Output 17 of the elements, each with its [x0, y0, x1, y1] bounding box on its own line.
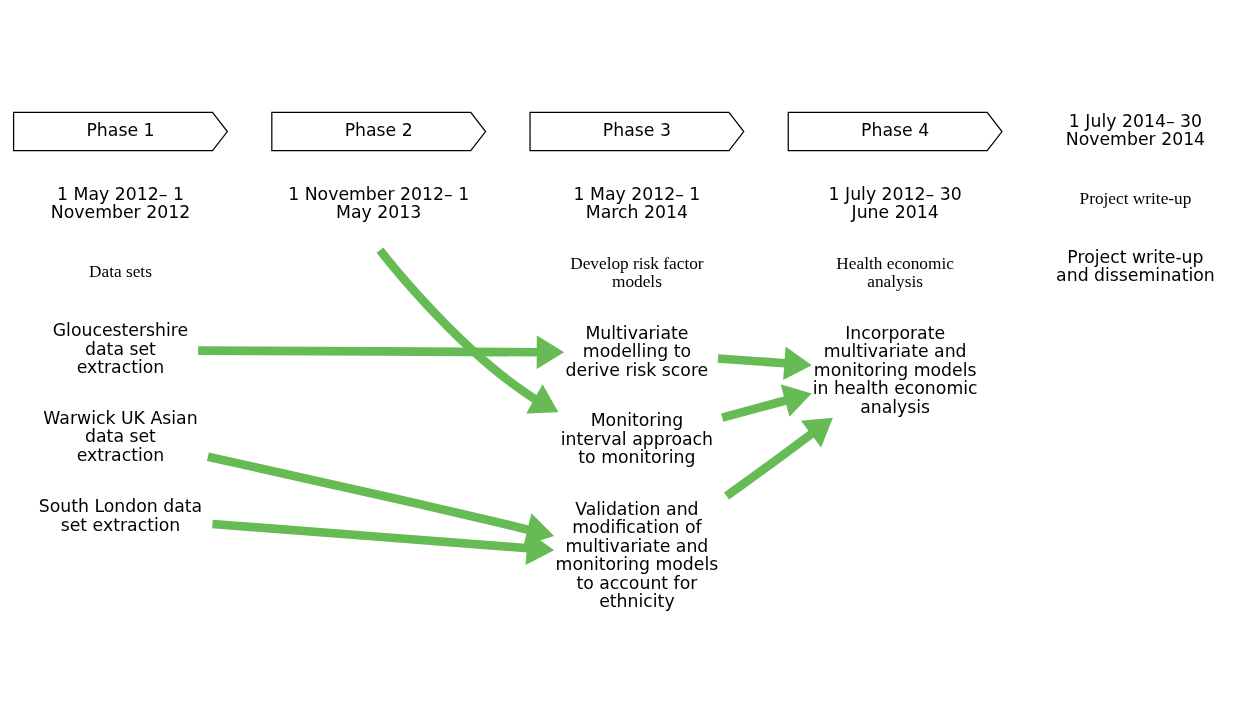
label: Project write-up [1079, 189, 1192, 209]
node-text: Gloucestershire data set extraction [52, 320, 189, 378]
label: 1 July 2014– 30 November 2014 [1065, 110, 1206, 150]
label: 1 July 2012– 30 June 2014 [828, 183, 962, 223]
node-text: Monitoring interval approach to monitoring [560, 410, 714, 468]
label: Health economic analysis [836, 253, 954, 292]
label: Develop risk factor models [570, 253, 704, 292]
node-text: South London data set extraction [38, 496, 203, 535]
node-text: Incorporate multivariate and monitoring models in health economic analysis [812, 322, 978, 417]
label: 1 November 2012– 1 May 2013 [288, 183, 470, 223]
label: 1 May 2012– 1 November 2012 [50, 183, 191, 223]
label: Project write-up and dissemination [1056, 246, 1215, 286]
label: Data sets [89, 261, 152, 281]
node-text: Multivariate modelling to derive risk score [565, 322, 709, 380]
node-text: Warwick UK Asian data set extraction [43, 407, 198, 466]
label: 1 May 2012– 1 March 2014 [573, 183, 701, 223]
node-text: Validation and modification of multivariate and monitoring models to account for ethnicity [555, 498, 719, 612]
